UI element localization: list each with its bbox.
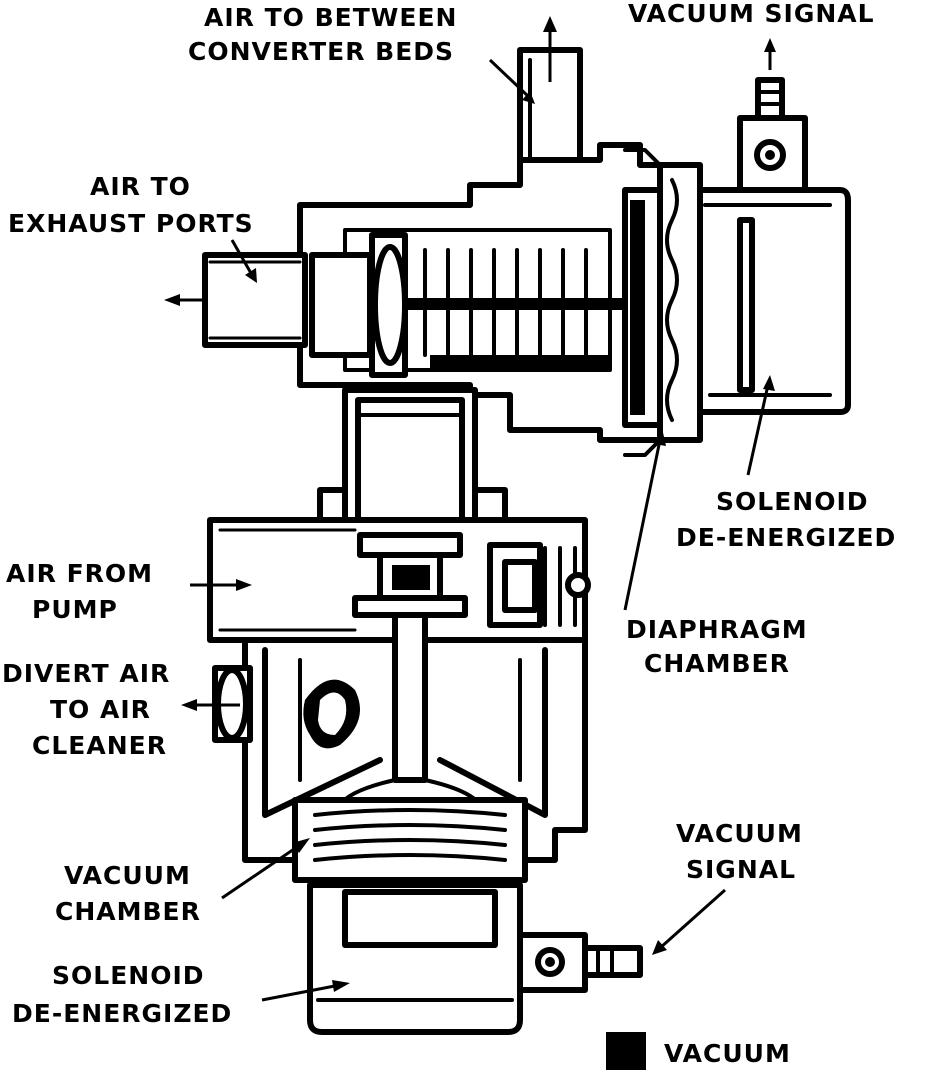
upper-valve-body [202,47,663,443]
upper-solenoid [697,77,851,415]
label-diaphragm-line1: DIAPHRAGM [626,615,808,644]
label-divert-line1: DIVERT AIR [2,659,170,688]
label-air-between-line2: CONVERTER BEDS [188,37,454,66]
label-divert-line2: TO AIR [50,695,151,724]
label-solenoid-bottom-line2: DE-ENERGIZED [12,999,232,1028]
label-air-from-pump: AIR FROM PUMP [6,559,153,624]
label-divert-line3: CLEANER [32,731,167,760]
label-vacuum-signal-top: VACUUM SIGNAL [628,0,875,28]
label-divert-air: DIVERT AIR TO AIR CLEANER [2,659,170,760]
label-diaphragm-line2: CHAMBER [644,649,790,678]
label-solenoid-bottom-line1: SOLENOID [52,961,205,990]
middle-valve-body [207,387,591,643]
label-air-pump-line2: PUMP [32,595,118,624]
lower-spring [292,797,528,883]
label-diaphragm-chamber: DIAPHRAGM CHAMBER [626,615,808,678]
label-vacuum-signal-bottom-line2: SIGNAL [686,855,796,884]
legend-vacuum-label: VACUUM [664,1039,791,1068]
label-solenoid-bottom: SOLENOID DE-ENERGIZED [12,961,232,1028]
upper-spring [423,248,588,357]
label-solenoid-top: SOLENOID DE-ENERGIZED [676,487,896,552]
label-solenoid-top-line2: DE-ENERGIZED [676,523,896,552]
leader-lines [221,58,775,1002]
label-exhaust-line2: EXHAUST PORTS [8,209,254,238]
lower-valve-body [212,612,588,883]
label-vacuum-chamber-line1: VACUUM [64,861,191,890]
label-vacuum-signal-bottom-line1: VACUUM [676,819,803,848]
label-air-between-line1: AIR TO BETWEEN [204,3,457,32]
label-exhaust-line1: AIR TO [90,172,191,201]
label-solenoid-top-line1: SOLENOID [716,487,869,516]
flow-arrows [164,16,776,711]
label-vacuum-chamber-line2: CHAMBER [55,897,201,926]
label-vacuum-signal-bottom: VACUUM SIGNAL [676,819,803,884]
legend: VACUUM [606,1032,791,1070]
label-air-to-exhaust-ports: AIR TO EXHAUST PORTS [8,172,254,238]
label-air-pump-line1: AIR FROM [6,559,153,588]
diaphragm-chamber [622,148,703,457]
legend-vacuum-swatch [606,1032,646,1070]
label-air-to-converter-beds: AIR TO BETWEEN CONVERTER BEDS [188,3,457,66]
label-vacuum-chamber: VACUUM CHAMBER [55,861,201,926]
lower-solenoid [307,882,643,1035]
